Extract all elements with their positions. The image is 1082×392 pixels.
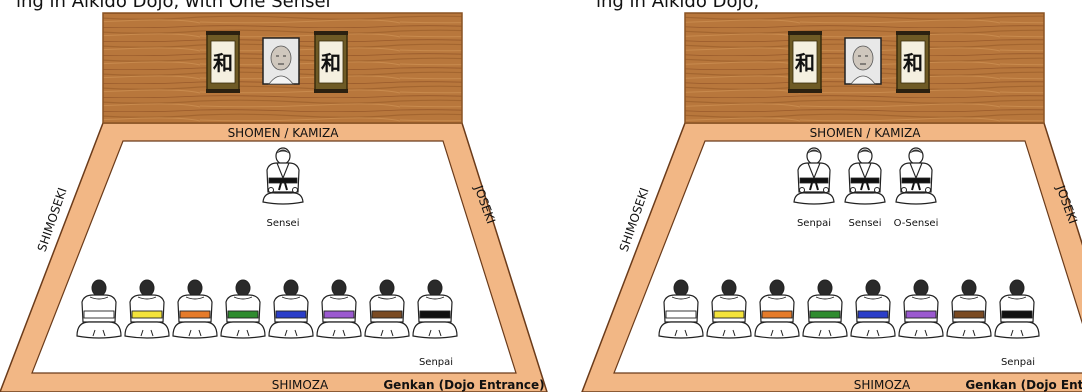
student-belt — [180, 311, 210, 318]
figure-knees — [263, 193, 303, 204]
genkan-label: Genkan (Dojo Entrance) — [383, 378, 544, 392]
student-belt — [420, 311, 450, 318]
student-belt — [762, 311, 792, 318]
student-legs — [755, 322, 799, 338]
figure-hand — [926, 188, 931, 193]
scroll-kanji: 和 — [213, 51, 233, 75]
student-legs — [995, 322, 1039, 338]
student-label: Senpai — [419, 357, 453, 368]
student-legs — [413, 322, 457, 338]
student-legs — [269, 322, 313, 338]
dojo-panel-1: 和 和 SHOMEN / KAMIZA SHIMOZA Genkan (Dojo Ent… — [0, 13, 547, 392]
student-legs — [221, 322, 265, 338]
scroll-kanji: 和 — [321, 51, 341, 75]
genkan-label: Genkan (Dojo Entrance) — [965, 378, 1082, 392]
shimoza-label: SHIMOZA — [272, 378, 329, 392]
portrait-face — [271, 46, 291, 70]
student-belt — [1002, 311, 1032, 318]
student-head — [236, 280, 250, 296]
student-legs — [125, 322, 169, 338]
student-head — [1010, 280, 1024, 296]
student-legs — [317, 322, 361, 338]
student-legs — [173, 322, 217, 338]
student-belt — [810, 311, 840, 318]
student-head — [866, 280, 880, 296]
figure-knees — [794, 193, 834, 204]
instructor-label: Sensei — [267, 218, 300, 229]
student-belt — [954, 311, 984, 318]
figure-hand — [851, 188, 856, 193]
student-legs — [365, 322, 409, 338]
student-head — [914, 280, 928, 296]
student-legs — [803, 322, 847, 338]
student-legs — [899, 322, 943, 338]
portrait-face — [853, 46, 873, 70]
student-belt — [906, 311, 936, 318]
figure-belt — [269, 178, 297, 183]
figure-belt — [800, 178, 828, 183]
figure-hand — [269, 188, 274, 193]
instructor-label: O-Sensei — [894, 218, 939, 229]
shomen-kamiza-label: SHOMEN / KAMIZA — [228, 126, 340, 140]
scroll-left: 和 — [206, 31, 240, 93]
student-head — [722, 280, 736, 296]
scroll-kanji: 和 — [795, 51, 815, 75]
student-belt — [714, 311, 744, 318]
student-belt — [666, 311, 696, 318]
figure-knees — [845, 193, 885, 204]
student-belt — [858, 311, 888, 318]
figure-belt — [851, 178, 879, 183]
student-head — [962, 280, 976, 296]
figure-hand — [875, 188, 880, 193]
student-legs — [851, 322, 895, 338]
student-head — [770, 280, 784, 296]
student-legs — [659, 322, 703, 338]
student-legs — [707, 322, 751, 338]
student-belt — [276, 311, 306, 318]
student-label: Senpai — [1001, 357, 1035, 368]
student-head — [380, 280, 394, 296]
student-head — [428, 280, 442, 296]
student-legs — [947, 322, 991, 338]
instructor-label: Sensei — [849, 218, 882, 229]
student-head — [188, 280, 202, 296]
figure-hand — [293, 188, 298, 193]
student-belt — [324, 311, 354, 318]
student-head — [92, 280, 106, 296]
shomen-kamiza-label: SHOMEN / KAMIZA — [810, 126, 922, 140]
student-belt — [132, 311, 162, 318]
figure-hand — [824, 188, 829, 193]
shimoza-label: SHIMOZA — [854, 378, 911, 392]
dojo-panel-2: 和 和 SHOMEN / KAMIZA SHIMOZA Genkan (Dojo Ent… — [582, 13, 1082, 392]
instructor-label: Senpai — [797, 218, 831, 229]
student-head — [674, 280, 688, 296]
student-belt — [228, 311, 258, 318]
student-head — [332, 280, 346, 296]
figure-belt — [902, 178, 930, 183]
scroll-right: 和 — [314, 31, 348, 93]
scroll-left: 和 — [788, 31, 822, 93]
student-head — [818, 280, 832, 296]
figure-hand — [800, 188, 805, 193]
figure-knees — [896, 193, 936, 204]
student-head — [284, 280, 298, 296]
student-legs — [77, 322, 121, 338]
student-belt — [372, 311, 402, 318]
figure-hand — [902, 188, 907, 193]
scroll-kanji: 和 — [903, 51, 923, 75]
top-caption-right: ing in Aikido Dojo, — [596, 0, 759, 12]
scroll-right: 和 — [896, 31, 930, 93]
top-caption-left: ing in Aikido Dojo, with One Sensei — [16, 0, 331, 12]
founder-portrait — [263, 38, 299, 84]
student-belt — [84, 311, 114, 318]
founder-portrait — [845, 38, 881, 84]
student-head — [140, 280, 154, 296]
